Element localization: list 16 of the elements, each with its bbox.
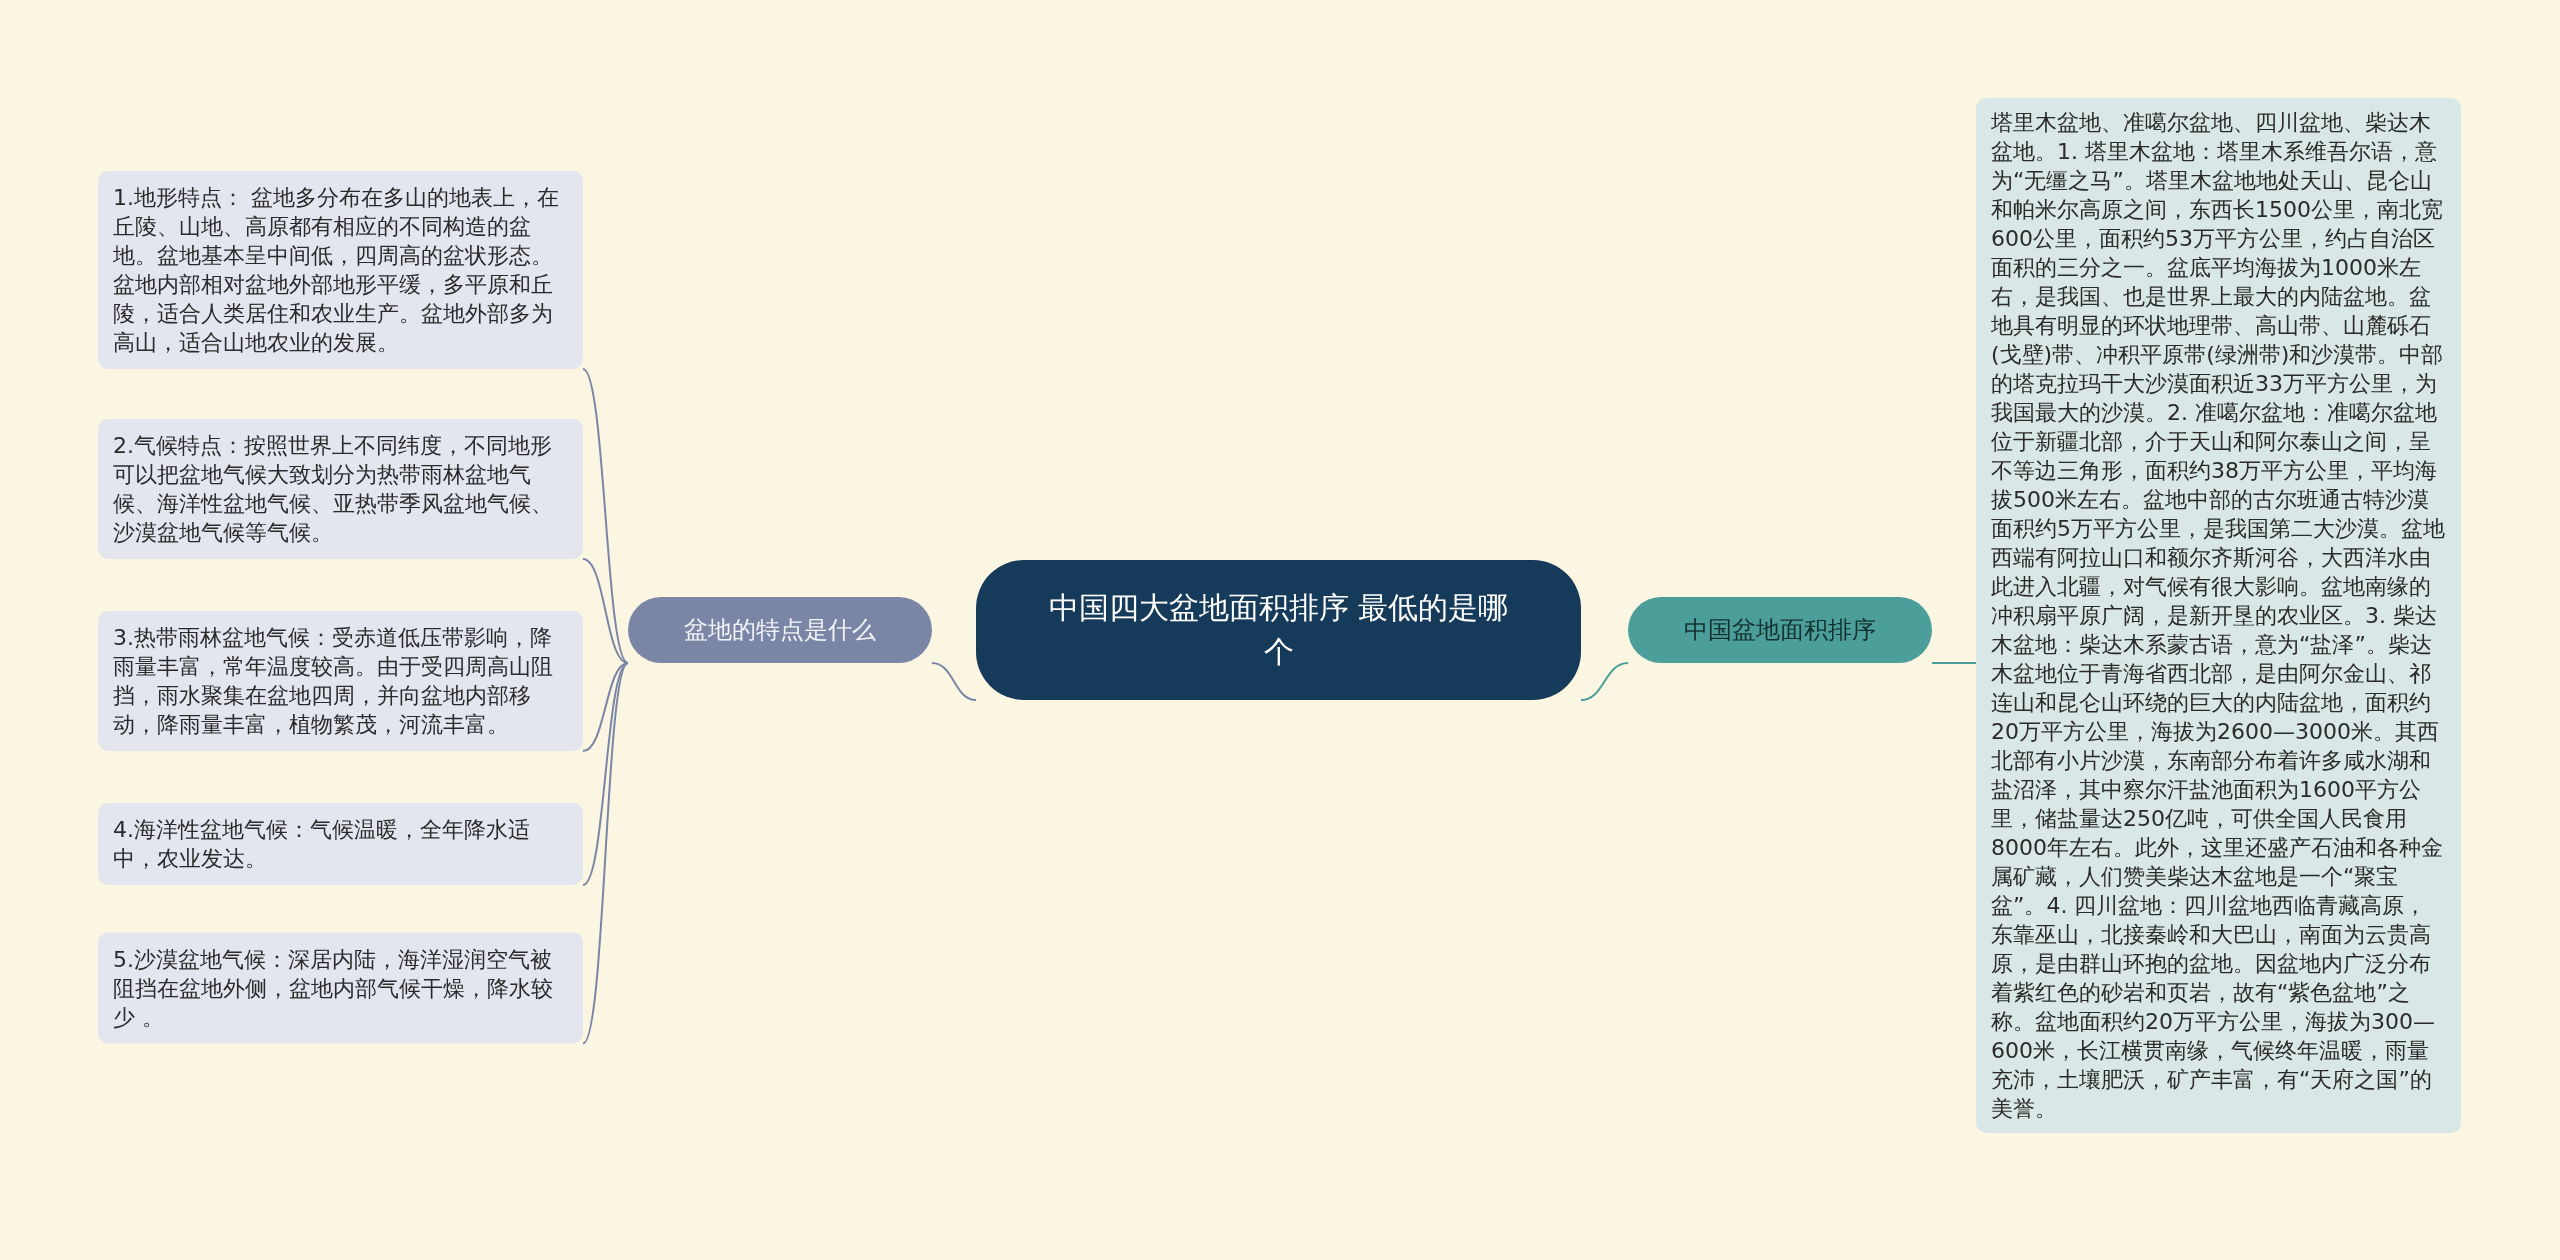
connector-line	[1580, 662, 1629, 701]
detail-note: 5.沙漠盆地气候：深居内陆，海洋湿润空气被阻挡在盆地外侧，盆地内部气候干燥，降水较少 。	[98, 932, 583, 1044]
detail-note: 塔里木盆地、准噶尔盆地、四川盆地、柴达木盆地。1. 塔里木盆地：塔里木系维吾尔语，意为“无缰之马”。塔里木盆地地处天山、昆仑山和帕米尔高原之间，东西长1500公里，南北宽600公里，面积约53万平方公里，约占自治区面积的三分之一。盆底平均海拔为1000米左右，是我国、也是世界上最大的内陆盆地。盆地具有明显的环状地理带、高山带、山麓砾石(戈壁)带、冲积平原带(绿洲带)和沙漠带。中部的塔克拉玛干大沙漠面积近33万平方公里，为我国最大的沙漠。2. 准噶尔盆地：准噶尔盆地位于新疆北部，介于天山和阿尔泰山之间，呈不等边三角形，面积约38万平方公里，平均海拔500米左右。盆地中部的古尔班通古特沙漠面积约5万平方公里，是我国第二大沙漠。盆地西端有阿拉山口和额尔齐斯河谷，大西洋水由此进入北疆，对气候有很大影响。盆地南缘的冲积扇平原广阔，是新开垦的农业区。3. 柴达木盆地：柴达木系蒙古语，意为“盐泽”。柴达木盆地位于青海省西北部，是由阿尔金山、祁连山和昆仑山环绕的巨大的内陆盆地，面积约20万平方公里，海拔为2600—3000米。其西北部有小片沙漠，东南部分布着许多咸水湖和盐沼泽，其中察尔汗盐池面积为1600平方公里，储盐量达250亿吨，可供全国人民食用8000年左右。此外，这里还盛产石油和各种金属矿藏，人们赞美柴达木盆地是一个“聚宝盆”。4. 四川盆地：四川盆地西临青藏高原，东靠巫山，北接秦岭和大巴山，南面为云贵高原，是由群山环抱的盆地。因盆地内广泛分布着紫红色的砂岩和页岩，故有“紫色盆地”之称。盆地面积约20万平方公里，海拔为300—600米，长江横贯南缘，气候终年温暖，雨量充沛，土壤肥沃，矿产丰富，有“天府之国”的美誉。	[1976, 98, 2461, 1133]
detail-note: 2.气候特点：按照世界上不同纬度，不同地形可以把盆地气候大致划分为热带雨林盆地气候、海洋性盆地气候、亚热带季风盆地气候、沙漠盆地气候等气候。	[98, 419, 583, 559]
detail-note: 3.热带雨林盆地气候：受赤道低压带影响，降雨量丰富，常年温度较高。由于受四周高山阻挡，雨水聚集在盆地四周，并向盆地内部移动，降雨量丰富，植物繁茂，河流丰富。	[98, 611, 583, 751]
connector-line	[582, 368, 629, 664]
connector-line	[582, 662, 629, 1045]
detail-note: 1.地形特点： 盆地多分布在多山的地表上，在丘陵、山地、高原都有相应的不同构造的盆地。盆地基本呈中间低，四周高的盆状形态。盆地内部相对盆地外部地形平缓，多平原和丘陵，适合人类居住和农业生产。盆地外部多为高山，适合山地农业的发展。	[98, 171, 583, 369]
branch-topic: 中国盆地面积排序	[1628, 597, 1932, 663]
detail-note: 4.海洋性盆地气候：气候温暖，全年降水适中，农业发达。	[98, 803, 583, 885]
branch-topic: 盆地的特点是什么	[628, 597, 932, 663]
connector-line	[1931, 662, 1977, 664]
central-topic: 中国四大盆地面积排序 最低的是哪个	[976, 560, 1581, 700]
connector-line	[582, 662, 629, 886]
connector-line	[582, 558, 629, 664]
connector-line	[931, 662, 977, 701]
